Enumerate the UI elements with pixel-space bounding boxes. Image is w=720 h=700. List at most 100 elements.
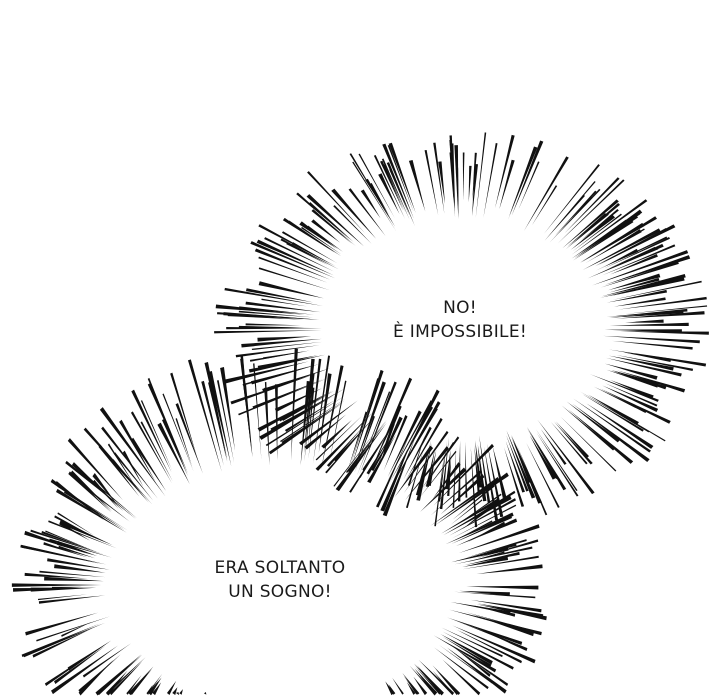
speed-line xyxy=(438,161,446,204)
speed-line xyxy=(11,583,102,587)
speed-line xyxy=(625,319,664,323)
speed-line xyxy=(37,594,88,601)
speed-line xyxy=(440,633,493,665)
speed-line xyxy=(366,406,401,481)
speed-line xyxy=(395,401,441,481)
speed-line xyxy=(122,450,144,487)
speed-line xyxy=(248,354,326,373)
speed-line xyxy=(382,143,414,219)
speed-line xyxy=(380,160,404,211)
speed-line xyxy=(573,398,651,453)
speed-line xyxy=(243,383,253,458)
speed-line xyxy=(304,414,347,450)
speed-line xyxy=(312,355,331,465)
speed-line xyxy=(605,246,656,270)
speed-line xyxy=(106,657,146,695)
speed-line xyxy=(61,621,92,637)
speed-line xyxy=(518,161,540,210)
speed-line xyxy=(608,349,707,367)
speed-line xyxy=(162,393,194,472)
speed-line xyxy=(264,237,334,272)
speed-line xyxy=(245,301,321,313)
speed-line xyxy=(458,524,540,554)
speed-line xyxy=(470,599,542,613)
speed-line xyxy=(483,143,498,218)
speed-line xyxy=(584,228,645,264)
speed-line xyxy=(224,287,324,307)
speed-line xyxy=(354,415,375,473)
speed-line xyxy=(203,692,207,695)
speed-line xyxy=(582,394,644,432)
speed-line xyxy=(602,335,700,344)
speed-line xyxy=(565,213,609,250)
speed-line xyxy=(23,622,105,658)
speed-line xyxy=(258,281,324,299)
speed-line xyxy=(609,322,689,326)
speed-line xyxy=(36,616,111,642)
speed-line xyxy=(241,338,322,348)
speed-line xyxy=(239,306,315,315)
speed-line xyxy=(380,422,395,466)
speed-line xyxy=(562,199,619,249)
speed-line xyxy=(83,427,153,505)
speech-text-top: NO! È IMPOSSIBILE! xyxy=(360,296,560,344)
speed-line xyxy=(223,312,320,320)
speed-line xyxy=(535,429,578,492)
speed-line xyxy=(238,310,314,318)
speed-line xyxy=(455,518,518,547)
speed-line xyxy=(413,676,428,696)
speed-line xyxy=(315,415,363,461)
speed-line xyxy=(175,418,193,467)
speed-line xyxy=(604,237,670,269)
speech-line: UN SOGNO! xyxy=(228,582,332,602)
speed-line xyxy=(572,220,634,261)
speed-line xyxy=(321,419,352,449)
speed-line xyxy=(245,323,301,326)
speed-line xyxy=(451,504,517,539)
speed-line xyxy=(333,205,372,244)
speed-line xyxy=(130,411,172,484)
speed-line xyxy=(392,677,404,695)
speed-line xyxy=(281,231,338,264)
speed-line xyxy=(611,370,659,387)
speed-line xyxy=(131,389,172,473)
speed-line xyxy=(250,364,319,385)
speed-line xyxy=(442,636,492,667)
speed-line xyxy=(356,391,391,476)
speed-line xyxy=(49,538,112,558)
speech-line: ERA SOLTANTO xyxy=(214,558,346,578)
speed-line xyxy=(351,369,384,467)
speed-line xyxy=(386,162,415,226)
speed-line xyxy=(13,587,84,592)
speed-line xyxy=(388,684,396,695)
speed-line xyxy=(591,250,689,286)
speed-line xyxy=(349,153,390,220)
speed-line xyxy=(45,530,91,550)
speed-line xyxy=(605,255,691,285)
speed-line xyxy=(347,411,368,472)
speed-line xyxy=(25,612,99,636)
speed-line xyxy=(358,153,395,218)
speed-line xyxy=(214,330,322,334)
speed-line xyxy=(419,450,457,498)
speed-line xyxy=(389,406,433,483)
speed-line xyxy=(526,426,567,491)
speed-line xyxy=(441,627,503,658)
speed-line xyxy=(359,381,397,475)
speed-line xyxy=(304,373,315,462)
speed-line xyxy=(387,410,422,477)
speed-line xyxy=(420,467,467,512)
speed-line xyxy=(549,188,601,243)
speed-line xyxy=(616,355,694,371)
speed-line xyxy=(152,682,162,696)
speed-line xyxy=(613,297,666,307)
speed-line xyxy=(257,355,318,370)
speed-line xyxy=(281,400,346,444)
speed-line xyxy=(166,680,177,695)
speed-line xyxy=(492,446,507,499)
speed-line xyxy=(387,145,414,212)
speed-line xyxy=(261,298,307,307)
speed-line xyxy=(329,380,347,461)
speed-line xyxy=(226,327,322,330)
